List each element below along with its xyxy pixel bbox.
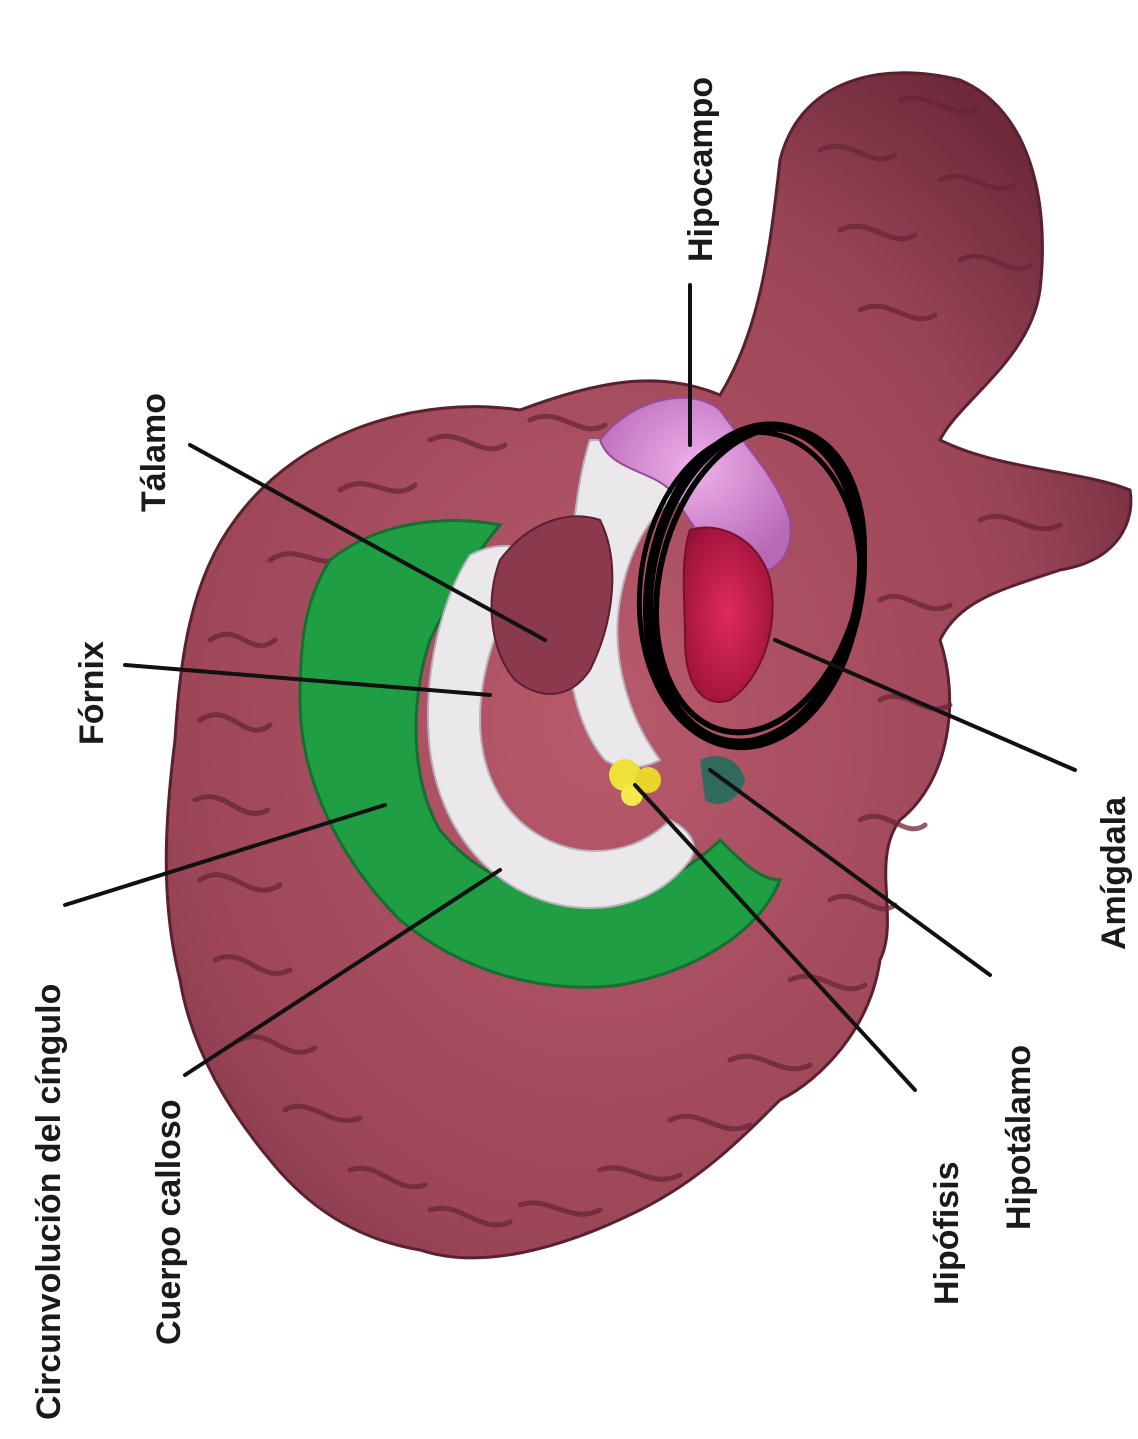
label-amigdala: Amígdala bbox=[1095, 796, 1133, 950]
label-hipocampo: Hipocampo bbox=[682, 77, 720, 262]
label-circunvolucion: Circunvolución del cíngulo bbox=[30, 984, 68, 1420]
label-cuerpo-calloso: Cuerpo calloso bbox=[150, 1099, 188, 1345]
label-talamo: Tálamo bbox=[135, 393, 173, 512]
label-hipofisis: Hipófisis bbox=[928, 1161, 966, 1305]
label-fornix: Fórnix bbox=[73, 641, 111, 745]
label-hipotalamo: Hipotálamo bbox=[1000, 1045, 1038, 1230]
